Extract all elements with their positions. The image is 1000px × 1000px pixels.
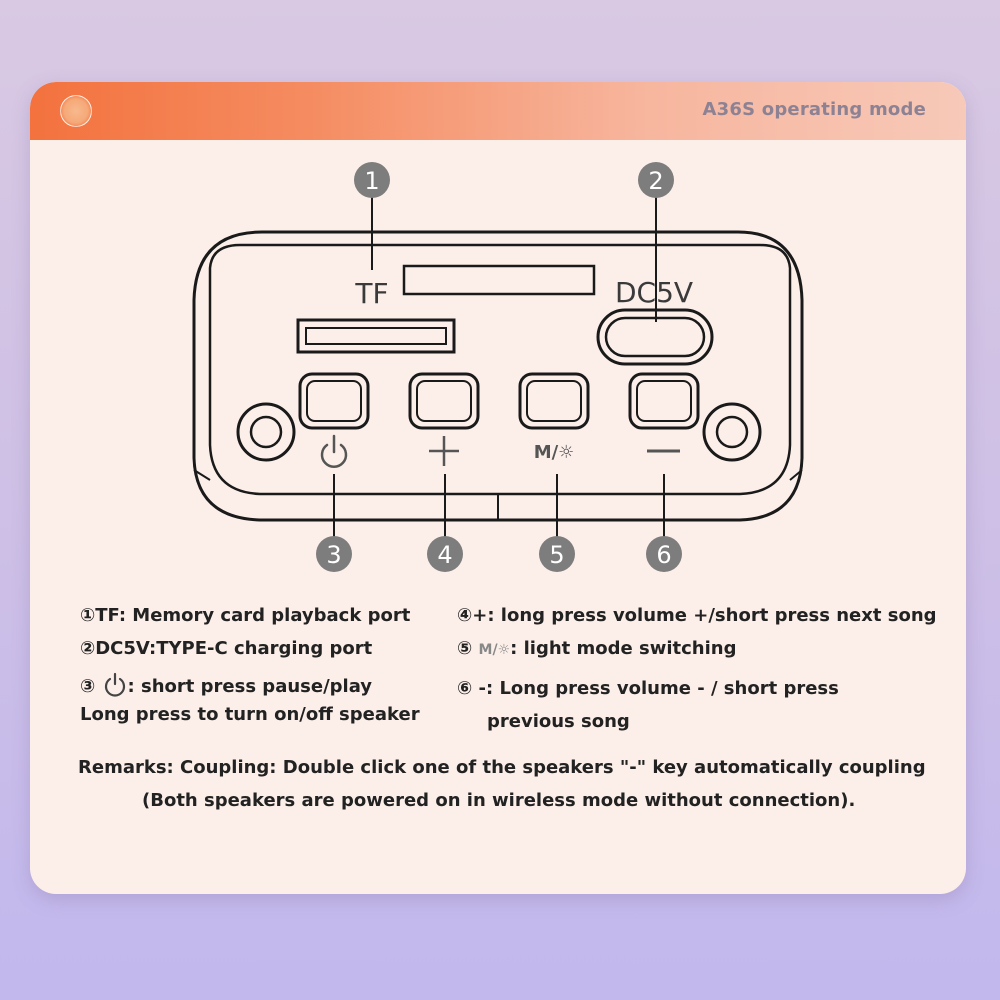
legend-item-power: ③ : short press pause/play [80, 671, 372, 697]
mode-light-icon: M/☼ [478, 642, 511, 658]
info-card: A36S operating mode [30, 82, 966, 894]
legend-item-tf: ①TF: Memory card playback port [80, 605, 411, 626]
legend-item-mode-text: : light mode switching [510, 638, 737, 659]
device-edge-right [789, 469, 803, 481]
left-screw [236, 402, 296, 462]
right-screw [702, 402, 762, 462]
callout-5: 5 [539, 536, 575, 572]
callout-4: 4 [427, 536, 463, 572]
callout-2: 2 [638, 162, 674, 198]
svg-text:6: 6 [656, 541, 671, 569]
remarks-line-2: (Both speakers are powered on in wireles… [142, 790, 856, 811]
legend-item-plus: ④+: long press volume +/short press next… [457, 605, 937, 626]
header-dot-icon [60, 95, 92, 127]
remarks-line-1: Remarks: Coupling: Double click one of t… [78, 757, 926, 778]
header-title: A36S operating mode [702, 99, 926, 120]
callout-1: 1 [354, 162, 390, 198]
svg-text:5: 5 [549, 541, 564, 569]
svg-text:3: 3 [326, 541, 341, 569]
plus-icon [429, 436, 459, 466]
dc5v-label: DC5V [615, 276, 693, 309]
legend-item-mode: ⑤ M/☼: light mode switching [457, 638, 736, 659]
legend-item-mode-number: ⑤ [457, 638, 473, 659]
svg-text:2: 2 [648, 167, 663, 195]
header-bar: A36S operating mode [30, 82, 966, 140]
device-edge-left [193, 469, 211, 481]
tf-card-slot [296, 318, 456, 354]
device-outline [192, 230, 804, 522]
legend-item-power-long: Long press to turn on/off speaker [80, 704, 420, 725]
mode-light-icon: M/☼ [534, 442, 575, 463]
legend-item-power-text: : short press pause/play [127, 676, 373, 697]
legend-item-dc5v: ②DC5V:TYPE-C charging port [80, 638, 373, 659]
callout-6: 6 [646, 536, 682, 572]
display-window [402, 264, 596, 296]
leader-lines [333, 197, 665, 540]
legend-item-minus: ⑥ -: Long press volume - / short press [457, 678, 839, 699]
power-icon [320, 434, 348, 468]
svg-text:1: 1 [364, 167, 379, 195]
svg-text:4: 4 [437, 541, 452, 569]
minus-button [628, 372, 700, 430]
plus-button [408, 372, 480, 430]
mode-button [518, 372, 590, 430]
legend-item-minus-line2: previous song [487, 711, 630, 732]
power-icon [104, 672, 125, 697]
callout-3: 3 [316, 536, 352, 572]
power-button [298, 372, 370, 430]
legend-item-power-number: ③ [80, 676, 96, 697]
tf-label: TF [354, 277, 388, 310]
device-inner-outline [208, 243, 792, 496]
